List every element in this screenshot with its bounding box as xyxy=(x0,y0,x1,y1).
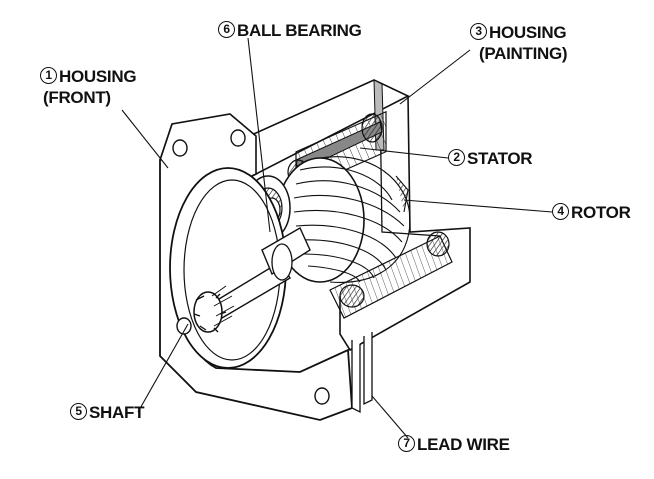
label-rotor: 4 ROTOR xyxy=(552,202,631,223)
label-text: LEAD WIRE xyxy=(417,435,510,454)
label-text: BALL BEARING xyxy=(237,21,362,40)
label-text: ROTOR xyxy=(571,203,631,222)
label-text: HOUSING xyxy=(489,23,567,42)
mounting-hole xyxy=(314,387,330,405)
label-ball-bearing: 6 BALL BEARING xyxy=(218,20,362,41)
rear-housing-side xyxy=(339,95,471,352)
label-text: (PAINTING) xyxy=(479,44,568,63)
callout-number: 2 xyxy=(448,149,465,166)
callout-number: 3 xyxy=(470,23,487,40)
callout-number: 1 xyxy=(40,67,57,84)
label-housing-front: 1 HOUSING (FRONT) xyxy=(40,66,137,108)
label-stator: 2 STATOR xyxy=(448,148,533,169)
label-shaft: 5 SHAFT xyxy=(70,402,144,423)
mounting-hole xyxy=(230,129,246,147)
mounting-hole xyxy=(172,139,188,157)
lead-wires xyxy=(351,332,373,414)
callout-number: 5 xyxy=(70,403,87,420)
label-text: STATOR xyxy=(467,149,533,168)
label-text: (FRONT) xyxy=(43,88,111,107)
callout-number: 6 xyxy=(218,21,235,38)
label-text: HOUSING xyxy=(59,67,137,86)
leader-lines xyxy=(121,37,553,439)
stator-winding-bottom xyxy=(329,231,453,319)
label-housing-painting: 3 HOUSING (PAINTING) xyxy=(470,22,568,64)
label-text: SHAFT xyxy=(89,403,145,422)
mounting-hole xyxy=(176,317,192,335)
shaft xyxy=(193,227,311,333)
flange-opening xyxy=(169,167,287,369)
label-lead-wire: 7 LEAD WIRE xyxy=(398,434,510,455)
callout-number: 4 xyxy=(552,203,569,220)
callout-number: 7 xyxy=(398,435,415,452)
